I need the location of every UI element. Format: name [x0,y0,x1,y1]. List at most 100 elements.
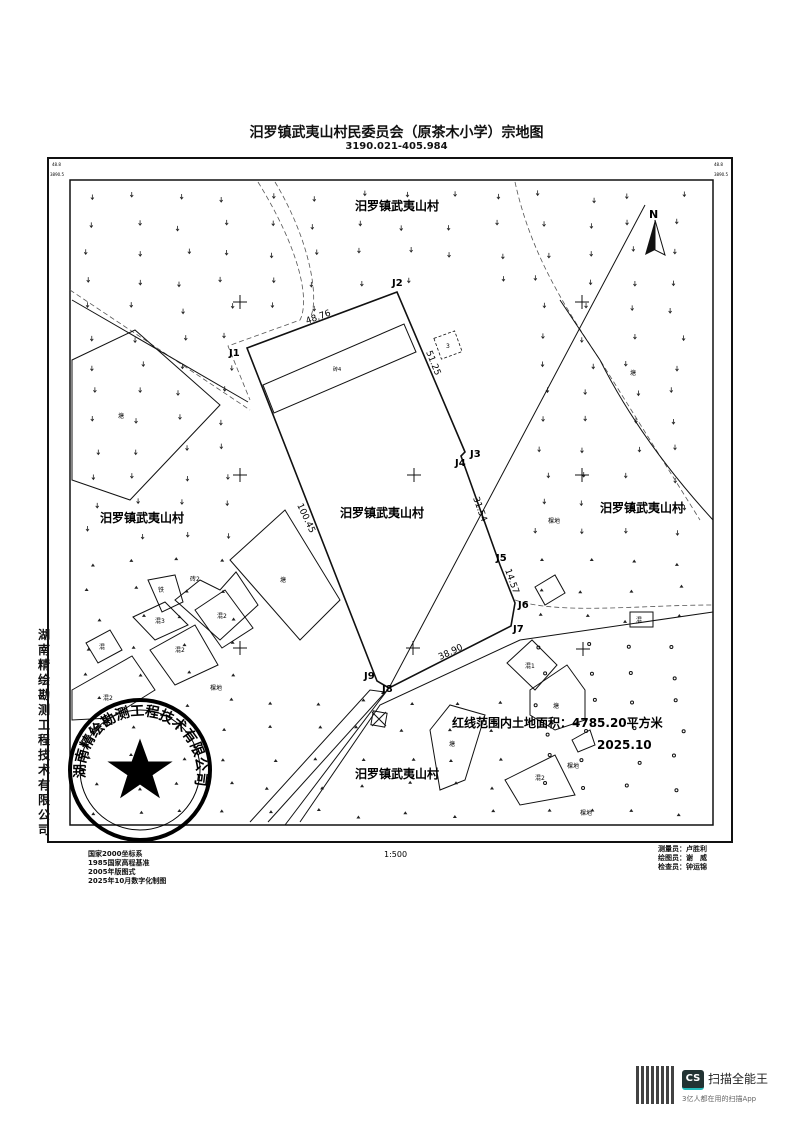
shrub-symbol [138,673,143,677]
shrub-symbol [589,558,594,562]
shrub-symbol [360,784,365,788]
parcel-boundary [245,290,516,689]
vegetation-symbols [83,190,687,819]
shrub-symbol [231,617,236,621]
dot-symbol [543,781,548,786]
tree-symbol [141,361,146,367]
shrub-symbol [83,672,88,676]
tree-symbol [89,335,94,342]
tree-symbol [230,303,235,309]
dot-symbol [533,703,538,708]
tree-symbol [83,249,88,255]
tree-symbol [675,365,679,372]
tree-symbol [312,305,317,312]
tree-symbol [623,360,628,367]
tree-symbol [181,308,185,315]
dot-symbol [669,644,674,649]
tree-symbol [633,280,637,287]
tree-symbol [222,332,226,339]
shrub-symbol [547,808,552,812]
shrub-symbol [91,812,96,816]
tree-symbol [630,305,634,311]
tree-symbol [312,196,317,202]
shrub-symbol [174,557,179,561]
dot-symbol [589,671,594,676]
shrub-symbol [498,757,503,761]
shrub-symbol [88,726,93,730]
tree-symbol [176,390,180,396]
map-notes: 国家2000坐标系 1985国家高程基准 2005年版图式 2025年10月数字… [88,850,166,886]
tree-symbol [218,276,222,283]
tree-symbol [541,416,545,422]
tree-symbol [624,528,628,534]
tree-symbol [134,418,138,424]
shrub-symbol [410,702,415,706]
shrub-symbol [182,643,187,647]
tree-symbol [633,333,637,340]
svg-text:混: 混 [99,643,105,651]
shrub-symbol [403,811,408,815]
shrub-symbol [86,755,91,759]
svg-text:混3: 混3 [155,617,165,625]
tree-symbol [580,447,584,454]
grid-crosses [233,295,590,656]
shrub-symbol [141,613,146,617]
surveyor: 测量员：卢胜利 [658,845,707,853]
tree-symbol [542,302,547,309]
tree-symbol [175,225,180,232]
neighbor-south: 汨罗镇武夷山村 [355,766,439,781]
dot-symbol [543,671,548,676]
svg-text:混2: 混2 [175,646,185,654]
dot-symbol [626,644,631,649]
shrub-symbol [131,645,136,649]
note-line: 2025年10月数字化制图 [88,877,167,885]
tree-symbol [309,281,314,288]
tree-symbol [579,337,584,343]
svg-text:14.57: 14.57 [502,568,520,596]
point-J7: J7 [512,624,524,635]
checker: 检查员：钟运锦 [658,863,707,871]
shrub-symbol [131,725,136,729]
tree-symbol [405,191,410,198]
tree-symbol [542,221,546,227]
shrub-symbol [676,813,681,817]
tree-symbol [671,419,676,425]
parcel-owner: 汨罗镇武夷山村 [340,505,424,520]
neighbor-west: 汨罗镇武夷山村 [100,510,184,525]
tree-symbol [219,419,223,426]
map-title: 汨罗镇武夷山村民委员会（原茶木小学）宗地图 [249,125,544,141]
tree-symbol [185,532,190,538]
shrub-symbol [94,782,99,786]
tree-symbol [674,218,679,225]
tree-symbol [138,279,143,286]
tree-symbol [179,194,184,200]
svg-text:混2: 混2 [535,774,545,782]
tree-symbol [547,252,551,259]
svg-text:混: 混 [636,616,642,624]
dot-symbol [673,698,678,703]
tree-symbol [501,276,506,282]
tree-symbol [86,277,91,283]
shrub-symbol [361,758,366,762]
tree-symbol [668,308,672,314]
tree-symbol [138,387,142,394]
tree-symbol [91,474,96,481]
shrub-symbol [455,701,460,705]
tree-symbol [671,280,676,287]
tree-symbol [360,280,364,287]
outer-frame [47,157,733,843]
tree-symbol [95,502,100,509]
tree-symbol [583,389,587,396]
corner-label: 3890.5 [714,172,728,177]
tree-symbol [226,533,231,539]
tree-symbol [138,251,143,257]
shrub-symbol [316,702,321,706]
tree-symbol [269,252,274,259]
tree-symbol [580,528,584,535]
tree-symbol [85,302,90,308]
corner-label: 48.8 [714,162,723,167]
shrub-symbol [452,814,457,818]
shrub-symbol [539,558,544,562]
shrub-symbol [182,757,187,761]
qr-code-icon [636,1066,674,1104]
